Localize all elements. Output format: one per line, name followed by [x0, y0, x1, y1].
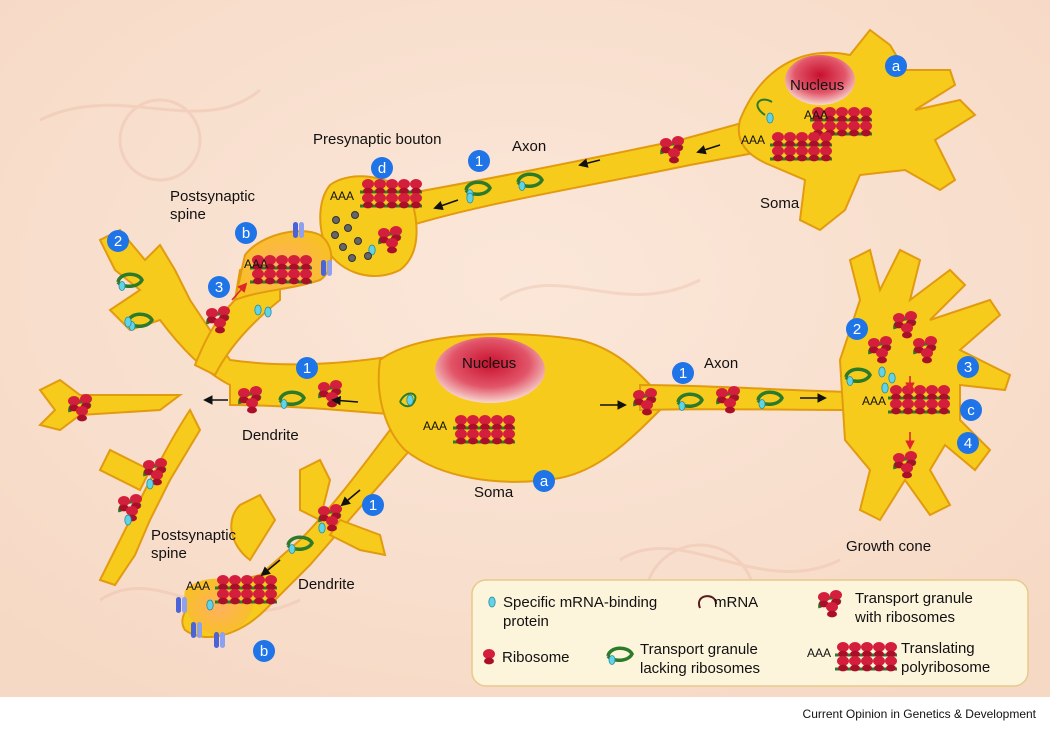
svg-text:2: 2 [114, 233, 122, 250]
nucleus-top [785, 55, 855, 105]
structure-labels: Nucleus Nucleus Soma Soma Presynaptic bo… [151, 77, 931, 593]
postsynaptic-spine-top-label-1: Postsynaptic [170, 188, 256, 205]
svg-text:1: 1 [369, 497, 377, 514]
legend-granule-no-ribosomes: Transport granule lacking ribosomes [606, 641, 760, 677]
soma-main-label: Soma [474, 484, 514, 501]
legend-mrna: mRNA [697, 594, 758, 611]
badge-1-lower: 1 [362, 494, 384, 516]
transport-arrows [203, 144, 827, 577]
svg-text:b: b [242, 225, 250, 242]
badge-4: 4 [957, 432, 979, 454]
badge-b-bottom: b [253, 640, 275, 662]
poly-a-label: AAA [186, 579, 210, 593]
axon-right-label: Axon [704, 355, 738, 372]
dendrite-upper-label: Dendrite [242, 427, 299, 444]
growth-cone-label: Growth cone [846, 538, 931, 555]
credit-line: Current Opinion in Genetics & Developmen… [802, 707, 1036, 721]
svg-text:b: b [260, 643, 268, 660]
poly-a-label: AAA [423, 419, 447, 433]
badge-2-cone: 2 [846, 318, 868, 340]
legend-polyribosome: AAA Translating polyribosome [807, 640, 990, 676]
axon-top-label: Axon [512, 138, 546, 155]
svg-text:Transport granule: Transport granule [640, 641, 758, 658]
svg-text:1: 1 [303, 360, 311, 377]
badge-1-axon: 1 [672, 362, 694, 384]
presynaptic-bouton-label: Presynaptic bouton [313, 131, 441, 148]
svg-text:c: c [967, 402, 975, 419]
badge-a-top: a [885, 55, 907, 77]
dendrite-lower-label: Dendrite [298, 576, 355, 593]
legend-ribosome: Ribosome [483, 649, 570, 666]
svg-text:4: 4 [964, 435, 972, 452]
svg-text:1: 1 [475, 153, 483, 170]
svg-text:3: 3 [964, 359, 972, 376]
poly-a-label: AAA [804, 108, 828, 122]
poly-a-label: AAA [862, 394, 886, 408]
svg-text:d: d [378, 160, 386, 177]
legend: Specific mRNA-binding protein mRNA Trans… [471, 579, 1029, 687]
svg-text:a: a [540, 473, 549, 490]
vesicles [331, 211, 372, 262]
soma-top-label: Soma [760, 195, 800, 212]
svg-text:3: 3 [215, 279, 223, 296]
legend-granule-ribosomes: Transport granule with ribosomes [818, 590, 973, 626]
postsynaptic-spine-bottom-label-1: Postsynaptic [151, 527, 237, 544]
molecular-content [68, 98, 950, 648]
svg-text:a: a [892, 58, 901, 75]
badge-b-top: b [235, 222, 257, 244]
poly-a-label: AAA [741, 133, 765, 147]
poly-a-label: AAA [330, 189, 354, 203]
svg-text:Translating: Translating [901, 640, 975, 657]
nucleus-main [435, 337, 545, 403]
svg-text:2: 2 [853, 321, 861, 338]
badge-2-left: 2 [107, 230, 129, 252]
svg-text:Ribosome: Ribosome [502, 649, 570, 666]
svg-text:AAA: AAA [807, 646, 831, 660]
badge-a-main: a [533, 470, 555, 492]
badge-d: d [371, 157, 393, 179]
legend-binding-protein: Specific mRNA-binding protein [488, 594, 657, 630]
svg-text:1: 1 [679, 365, 687, 382]
nucleus-top-label: Nucleus [790, 77, 844, 94]
svg-text:lacking ribosomes: lacking ribosomes [640, 660, 760, 677]
badge-1-dendrite: 1 [296, 357, 318, 379]
svg-text:mRNA: mRNA [714, 594, 758, 611]
svg-text:Transport granule: Transport granule [855, 590, 973, 607]
svg-text:Specific mRNA-binding: Specific mRNA-binding [503, 594, 657, 611]
badges: a a b b c d 1 1 1 1 2 2 3 3 4 [107, 55, 982, 662]
svg-text:protein: protein [503, 613, 549, 630]
badge-3-cone: 3 [957, 356, 979, 378]
svg-text:with ribosomes: with ribosomes [854, 609, 955, 626]
local-arrows [231, 282, 915, 450]
postsynaptic-spine-top-label-2: spine [170, 206, 206, 223]
nucleus-main-label: Nucleus [462, 355, 516, 372]
badge-1-top: 1 [468, 150, 490, 172]
postsynaptic-spine-bottom-label-2: spine [151, 545, 187, 562]
poly-a-label: AAA [244, 257, 268, 271]
svg-text:polyribosome: polyribosome [901, 659, 990, 676]
badge-c: c [960, 399, 982, 421]
badge-3-spine: 3 [208, 276, 230, 298]
